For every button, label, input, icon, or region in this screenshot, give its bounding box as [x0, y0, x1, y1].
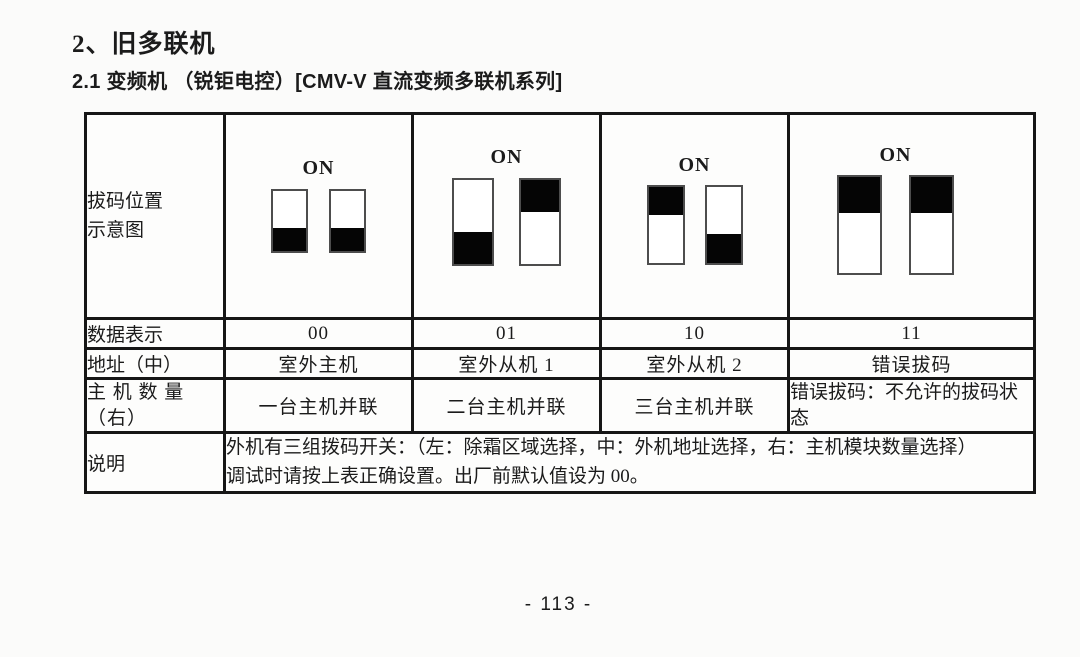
address-cell: 室外主机 — [223, 347, 414, 380]
on-label: ON — [678, 153, 711, 176]
dip-diagram-10: ON — [602, 119, 787, 313]
on-label: ON — [879, 143, 912, 166]
data-value-cell: 10 — [599, 317, 790, 350]
address-cell: 室外从机 2 — [599, 347, 790, 380]
page-number: - 113 - — [524, 594, 593, 615]
dip-diagram-01: ON — [414, 116, 599, 316]
switch-pair — [646, 184, 743, 265]
dip-switch — [837, 174, 882, 275]
row-label-data: 数据表示 — [84, 317, 226, 350]
data-value-cell: 11 — [787, 317, 1036, 350]
page-title: 2、旧多联机 — [72, 31, 216, 58]
table-row-address: 地址（中） 室外主机 室外从机 1 室外从机 2 错误拔码 — [84, 347, 1036, 380]
address-cell: 错误拔码 — [787, 347, 1036, 380]
row-label-note: 说明 — [84, 431, 226, 495]
row-label-host-line2: （右） — [87, 407, 148, 429]
diagram-cell-00: ON — [223, 112, 414, 320]
dip-switch — [271, 189, 308, 253]
row-label-diagram-line1: 拔码位置 — [87, 190, 164, 212]
dip-switch — [909, 174, 954, 275]
row-label-diagram-line2: 示意图 — [87, 220, 145, 241]
host-count-error-cell: 错误拔码：不允许的拔码状态 — [787, 376, 1036, 435]
host-count-cell: 二台主机并联 — [411, 376, 602, 435]
host-count-cell: 一台主机并联 — [223, 376, 414, 435]
heading-block: 2、旧多联机 2.1 变频机 （锐钜电控）[CMV-V 直流变频多联机系列] — [72, 24, 562, 94]
dip-switch — [519, 178, 561, 266]
data-value-cell: 00 — [223, 317, 414, 350]
switch-pair — [452, 178, 561, 266]
diagram-cell-01: ON — [411, 112, 602, 320]
note-line-2: 调试时请按上表正确设置。出厂前默认值设为 00。 — [226, 465, 649, 487]
switch-pair — [837, 174, 954, 275]
on-label: ON — [490, 146, 523, 168]
on-label: ON — [302, 157, 335, 179]
dip-switch-table: 拔码位置 示意图 ON ON — [84, 112, 1036, 495]
row-label-diagram: 拔码位置 示意图 — [84, 112, 226, 320]
switch-pair — [271, 189, 366, 253]
table-row-diagram: 拔码位置 示意图 ON ON — [84, 112, 1036, 320]
dip-switch — [329, 189, 366, 253]
table-row-host-count: 主 机 数 量 （右） 一台主机并联 二台主机并联 三台主机并联 错误拔码：不允… — [84, 376, 1036, 435]
address-cell: 室外从机 1 — [411, 347, 602, 380]
host-count-cell: 三台主机并联 — [599, 376, 790, 435]
table-row-data: 数据表示 00 01 10 11 — [84, 317, 1036, 350]
dip-switch — [452, 178, 494, 266]
note-line-1: 外机有三组拨码开关：（左：除霜区域选择，中：外机地址选择，右：主机模块数量选择） — [226, 437, 977, 459]
dip-switch — [646, 184, 685, 265]
page-subtitle: 2.1 变频机 （锐钜电控）[CMV-V 直流变频多联机系列] — [72, 71, 563, 93]
dip-switch — [704, 184, 743, 265]
row-label-host-count: 主 机 数 量 （右） — [84, 376, 226, 435]
table-row-note: 说明 外机有三组拨码开关：（左：除霜区域选择，中：外机地址选择，右：主机模块数量… — [84, 431, 1036, 495]
diagram-cell-11: ON — [787, 112, 1036, 320]
row-label-host-line1: 主 机 数 量 — [87, 382, 185, 403]
dip-diagram-11: ON — [774, 119, 1017, 313]
data-value-cell: 01 — [411, 317, 602, 350]
diagram-cell-10: ON — [599, 112, 790, 320]
row-label-address: 地址（中） — [84, 347, 226, 380]
dip-diagram-00: ON — [226, 115, 411, 317]
note-cell: 外机有三组拨码开关：（左：除霜区域选择，中：外机地址选择，右：主机模块数量选择）… — [223, 431, 1036, 495]
